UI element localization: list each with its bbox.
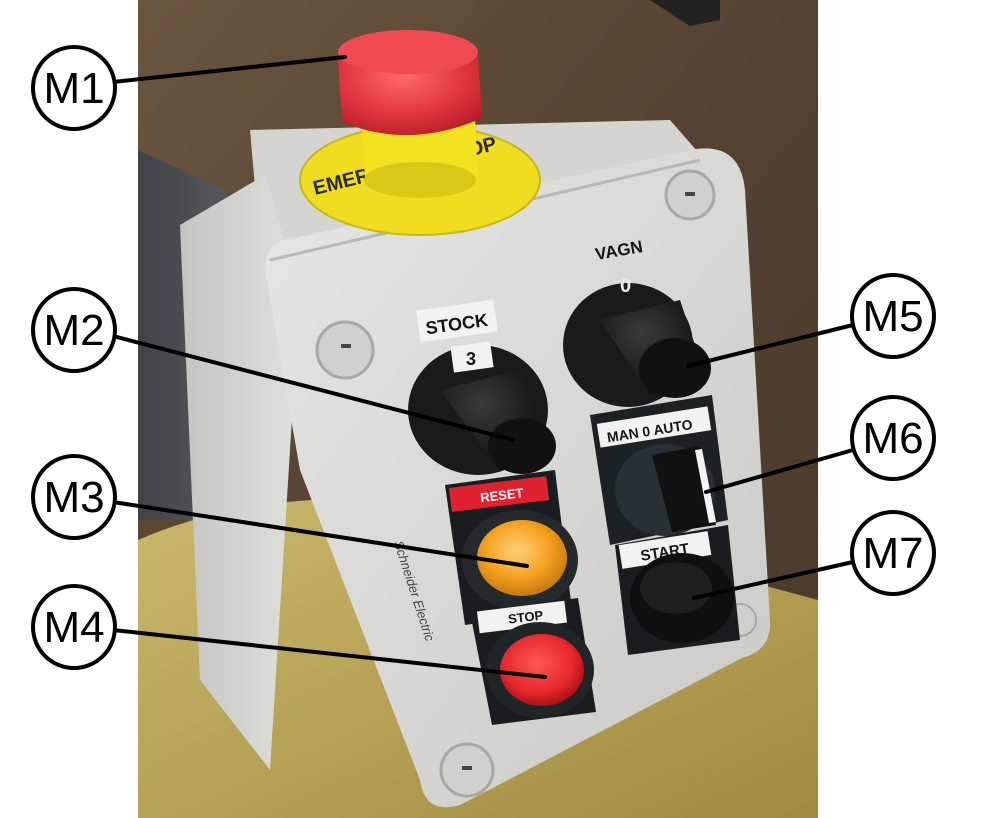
- vagn-selector-knob[interactable]: [600, 300, 711, 398]
- mode-selector: MAN 0 AUTO: [590, 395, 728, 545]
- stop-label: STOP: [507, 607, 544, 626]
- stop-button-assembly: STOP: [470, 598, 596, 725]
- callout-m3: M3: [31, 454, 117, 540]
- reset-label: RESET: [479, 485, 524, 505]
- red-stop-button[interactable]: [486, 622, 594, 718]
- callout-m6-label: M6: [862, 414, 923, 463]
- mode-selector-switch[interactable]: [615, 444, 716, 536]
- reset-button-assembly: RESET: [445, 470, 578, 625]
- callout-m4-label: M4: [43, 603, 104, 652]
- callout-leaders: [111, 55, 855, 679]
- leader-m7: [692, 560, 855, 600]
- emergency-stop-button[interactable]: EMERGENCY STOP: [299, 30, 541, 236]
- start-button-assembly: START: [615, 525, 740, 655]
- callout-m5-label: M5: [862, 292, 923, 341]
- callout-m1-label: M1: [43, 64, 104, 113]
- stock-selector: STOCK 3: [408, 299, 556, 475]
- black-start-button[interactable]: [630, 553, 734, 643]
- stock-label-plate: [416, 299, 498, 343]
- callout-m2: M2: [31, 287, 117, 373]
- corner-screw: [315, 320, 375, 380]
- callout-m5: M5: [850, 273, 936, 359]
- reset-indicator-button[interactable]: [462, 510, 578, 610]
- callout-m2-label: M2: [43, 306, 104, 355]
- stock-selector-knob[interactable]: [440, 370, 556, 474]
- stock-position-label: 3: [466, 349, 476, 369]
- callout-m4: M4: [31, 584, 117, 670]
- leader-m2: [111, 334, 515, 442]
- callout-m6: M6: [850, 395, 936, 481]
- vagn-position-label: 0: [620, 275, 631, 297]
- leader-m6: [704, 448, 855, 494]
- leader-m5: [686, 323, 855, 368]
- leader-m1: [111, 55, 347, 84]
- callout-m7: M7: [850, 510, 936, 596]
- leader-m4: [111, 628, 547, 679]
- callout-m1: M1: [31, 45, 117, 131]
- callout-m7-label: M7: [862, 529, 923, 578]
- callouts: M1 M2 M3 M4 M5 M6 M7: [31, 45, 936, 670]
- leader-m3: [111, 500, 529, 568]
- callout-m3-label: M3: [43, 473, 104, 522]
